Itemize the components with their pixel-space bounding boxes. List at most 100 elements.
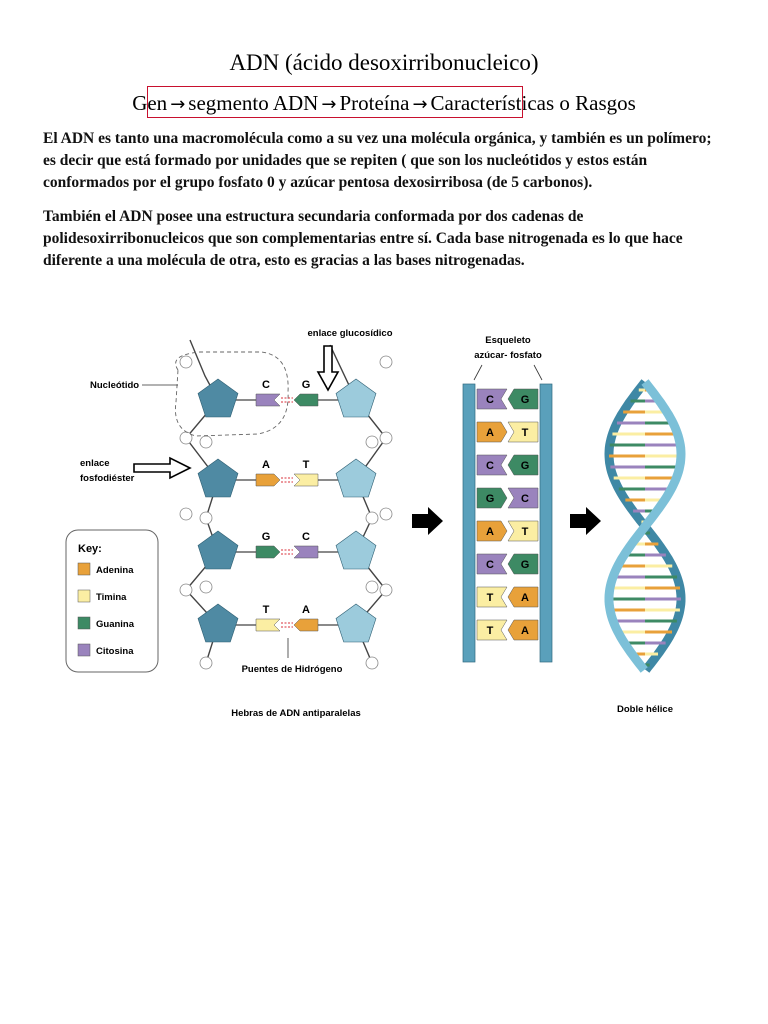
ladder-base-right <box>507 454 539 476</box>
sugar-left <box>197 378 239 418</box>
base-tab-left <box>255 473 281 487</box>
ladder-base-left <box>476 421 508 443</box>
arrow-right-icon <box>570 507 601 535</box>
arrow-right-icon <box>412 507 443 535</box>
phosphate-circle <box>365 435 379 449</box>
arrow-right-icon: → <box>412 94 428 115</box>
ladder-base-right <box>507 619 539 641</box>
ladder-letter-left: A <box>486 427 494 439</box>
phosphate-circle <box>379 355 393 369</box>
strand-base-left: T <box>263 604 270 616</box>
ladder-letter-right: A <box>521 625 529 637</box>
backbone-pointer <box>533 364 543 381</box>
ladder-letter-left: C <box>486 394 494 406</box>
antiparallel-strands-caption: Hebras de ADN antiparalelas <box>231 708 361 719</box>
helix-strand-front <box>604 379 686 673</box>
ladder-letter-left: C <box>486 559 494 571</box>
flow-item-dna-segment: segmento ADN <box>188 91 319 115</box>
base-tab-right <box>293 393 319 407</box>
backbone-label-2: azúcar- fosfato <box>474 350 542 361</box>
sugar-left <box>197 603 239 643</box>
flow-item-protein: Proteína <box>339 91 410 115</box>
sugar-right <box>335 378 377 418</box>
key-item-label: Citosina <box>96 646 134 657</box>
key-swatch <box>77 562 91 576</box>
key-swatch <box>77 616 91 630</box>
ladder-letter-left: T <box>487 625 494 637</box>
ladder-base-right <box>507 553 539 575</box>
base-tab-right <box>293 545 319 559</box>
phosphate-circle <box>179 355 193 369</box>
double-helix-caption: Doble hélice <box>617 704 673 715</box>
flow-item-gene: Gen <box>132 91 168 115</box>
phosphate-circle <box>179 507 193 521</box>
phosphate-circle <box>199 511 213 525</box>
key-item-label: Guanina <box>96 619 135 630</box>
ladder-letter-right: G <box>521 559 530 571</box>
base-tab-right <box>293 618 319 632</box>
base-tab-left <box>255 545 281 559</box>
ladder-letter-right: A <box>521 592 529 604</box>
arrow-right-icon <box>133 456 192 480</box>
ladder-base-left <box>476 388 508 410</box>
ladder-base-left <box>476 520 508 542</box>
backbone-label-1: Esqueleto <box>485 335 531 346</box>
phosphate-circle <box>365 580 379 594</box>
strand-base-left: A <box>262 459 270 471</box>
ladder-base-right <box>507 421 539 443</box>
flow-item-traits: Características o Rasgos <box>430 91 636 115</box>
dna-structure-diagram: enlace glucosídico Nucleótido enlace fos… <box>65 328 686 719</box>
gene-flow-line: Gen→segmento ADN→Proteína→Característica… <box>0 88 768 120</box>
hydrogen-bonds-label: Puentes de Hidrógeno <box>242 664 343 675</box>
phosphate-circle <box>379 507 393 521</box>
ladder-letter-right: G <box>521 394 530 406</box>
sugar-right <box>335 530 377 570</box>
ladder-letter-left: A <box>486 526 494 538</box>
paragraph-dna-definition: El ADN es tanto una macromolécula como a… <box>43 130 712 191</box>
strand-base-right: G <box>302 379 311 391</box>
ladder-letter-right: T <box>522 526 529 538</box>
arrow-right-icon: → <box>170 94 186 115</box>
ladder-base-right <box>507 487 539 509</box>
sugar-left <box>197 530 239 570</box>
ladder-base-left <box>476 553 508 575</box>
arrow-down-icon <box>316 345 340 392</box>
page-title: ADN (ácido desoxirribonucleico) <box>229 50 539 75</box>
strand-base-right: A <box>302 604 310 616</box>
ladder-base-right <box>507 520 539 542</box>
key-item-label: Timina <box>96 592 127 603</box>
base-tab-left <box>255 618 281 632</box>
phosphate-circle <box>199 435 213 449</box>
ladder-letter-right: T <box>522 427 529 439</box>
backbone-rail-right <box>539 383 553 663</box>
ladder-letter-left: G <box>486 493 495 505</box>
ladder-letter-left: C <box>486 460 494 472</box>
ladder-base-right <box>507 388 539 410</box>
backbone-pointer <box>473 364 483 381</box>
ladder-base-left <box>476 619 508 641</box>
backbone-rail-left <box>462 383 476 663</box>
ladder-base-right <box>507 586 539 608</box>
phosphate-circle <box>379 431 393 445</box>
phosphate-circle <box>379 583 393 597</box>
strand-base-left: C <box>262 379 270 391</box>
sugar-left <box>197 458 239 498</box>
phosphodiester-label-2: fosfodiéster <box>80 473 135 484</box>
ladder-base-left <box>476 487 508 509</box>
key-swatch <box>77 643 91 657</box>
ladder-letter-right: G <box>521 460 530 472</box>
arrow-right-icon: → <box>321 94 337 115</box>
ladder-letter-left: T <box>487 592 494 604</box>
nucleotide-label: Nucleótido <box>90 380 139 391</box>
phosphate-circle <box>179 583 193 597</box>
key-item-label: Adenina <box>96 565 134 576</box>
glycosidic-bond-label: enlace glucosídico <box>308 328 393 339</box>
phosphate-circle <box>199 656 213 670</box>
ladder-letter-right: C <box>521 493 529 505</box>
strand-base-right: C <box>302 531 310 543</box>
key-swatch <box>77 589 91 603</box>
sugar-right <box>335 603 377 643</box>
strand-base-left: G <box>262 531 271 543</box>
nucleotide-outline <box>174 351 289 437</box>
phosphate-circle <box>199 580 213 594</box>
